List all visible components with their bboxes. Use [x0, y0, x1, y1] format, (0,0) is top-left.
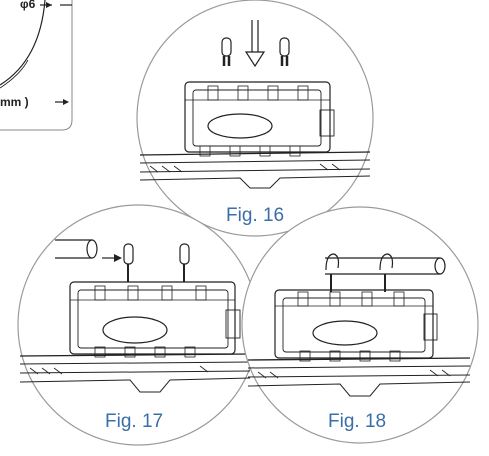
fig16-rail: [139, 151, 371, 156]
fig16-bulb-left: [221, 37, 232, 66]
fig17-unit: [19, 239, 251, 393]
dimension-inset: [0, 0, 73, 131]
fig16-circle: [136, 0, 374, 237]
fig17-circle: [17, 204, 259, 446]
fig17-tube: [55, 239, 92, 259]
fig18-caption: Fig. 18: [328, 411, 387, 432]
fig18-rail: [247, 357, 471, 361]
fig18-diagram: [241, 206, 479, 444]
fig16-bulb-right: [279, 37, 290, 66]
inset-inner-arc: [0, 59, 29, 89]
fig16-unit: [139, 20, 371, 189]
fig18-housing: [274, 289, 434, 359]
dimension-label: φ6: [20, 0, 36, 11]
fig16-lens: [207, 113, 273, 139]
fig16-diagram: [136, 0, 374, 237]
inset-frame: [0, 0, 73, 131]
fig17-bulb-right: [179, 243, 190, 282]
fig16-caption: Fig. 16: [226, 205, 285, 226]
fig17-slide-arrow: [102, 254, 122, 262]
fig18-bulb-right: [379, 253, 394, 292]
fig16-insert-arrow: [244, 20, 266, 68]
fig17-diagram: [17, 204, 259, 446]
fig17-housing: [69, 281, 236, 355]
fig18-unit: [247, 253, 471, 397]
fig18-bulb-left: [325, 253, 340, 292]
fig17-caption: Fig. 17: [105, 411, 164, 432]
fig16-housing: [184, 81, 331, 153]
fig17-lens: [102, 316, 168, 344]
inset-circle-arc: [0, 0, 46, 86]
fig18-circle: [241, 206, 479, 444]
dimension-arrowhead: [46, 2, 52, 8]
unit-arrowhead: [63, 99, 69, 105]
fig17-bulb-left: [123, 243, 134, 282]
unit-label: mm ): [0, 95, 29, 109]
fig18-lens: [312, 320, 378, 346]
